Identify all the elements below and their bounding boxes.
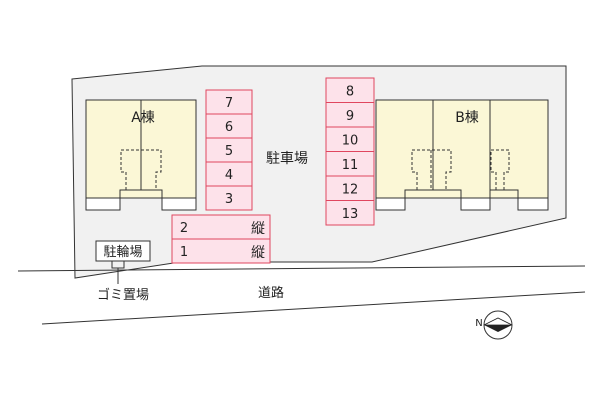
building-b-body bbox=[375, 99, 549, 199]
road-edge-bottom bbox=[41, 291, 586, 325]
bicycle-parking bbox=[95, 240, 151, 262]
parking-right-space-number: 12 bbox=[342, 182, 359, 197]
building-b-balcony-2 bbox=[460, 197, 491, 211]
parking-right-space bbox=[325, 126, 375, 152]
compass: N bbox=[475, 310, 513, 340]
building-a-balcony-right bbox=[161, 197, 197, 211]
parking-right-space-number: 10 bbox=[342, 133, 359, 148]
parking-tandem-space-note: 縦 bbox=[251, 221, 265, 237]
parking-left-space-number: 5 bbox=[225, 144, 233, 159]
parking-left-space bbox=[205, 185, 253, 211]
parking-left-space-number: 4 bbox=[225, 168, 233, 183]
parking-tandem-space-note: 縦 bbox=[251, 245, 265, 261]
parking-column-left: 7 6 5 4 3 bbox=[205, 89, 253, 211]
parking-label: 駐車場 bbox=[266, 150, 308, 167]
parking-left-space bbox=[205, 137, 253, 163]
parking-left-space bbox=[205, 161, 253, 187]
parking-tandem-space bbox=[171, 214, 271, 240]
parking-left-space-number: 6 bbox=[225, 120, 233, 135]
building-a-stairs bbox=[120, 149, 162, 190]
building-a-label: A棟 bbox=[131, 110, 155, 126]
compass-needle-dark bbox=[484, 325, 512, 332]
building-b-stairs-1 bbox=[411, 149, 452, 190]
parking-tandem-rows: 2 縦 1 縦 bbox=[171, 214, 271, 264]
parking-right-space-number: 13 bbox=[342, 207, 359, 222]
bicycle-parking-label: 駐輪場 bbox=[103, 244, 142, 260]
parking-right-space-number: 11 bbox=[342, 158, 359, 173]
road-edge-top bbox=[17, 265, 586, 272]
parking-left-space-number: 3 bbox=[225, 192, 233, 207]
building-b: B棟 bbox=[375, 99, 549, 211]
parking-right-space bbox=[325, 102, 375, 128]
garbage-area-label: ゴミ置場 bbox=[97, 287, 149, 303]
building-a: A棟 bbox=[85, 99, 197, 211]
building-b-entrance-outline-1 bbox=[404, 189, 462, 198]
building-b-balcony-1 bbox=[375, 197, 406, 211]
parking-left-space bbox=[205, 89, 253, 115]
parking-tandem-space-number: 2 bbox=[180, 221, 188, 236]
parking-column-right: 8 9 10 11 12 13 bbox=[325, 77, 375, 226]
building-a-balcony-left bbox=[85, 197, 121, 211]
parking-tandem-space-number: 1 bbox=[180, 245, 188, 260]
building-b-balcony-3 bbox=[517, 197, 549, 211]
road-label: 道路 bbox=[258, 285, 284, 301]
parking-right-space-number: 9 bbox=[346, 109, 354, 124]
parking-right-space-number: 8 bbox=[346, 84, 354, 99]
compass-north-label: N bbox=[475, 318, 482, 329]
parking-right-space bbox=[325, 200, 375, 226]
parking-left-space-number: 7 bbox=[225, 96, 233, 111]
parking-tandem-space bbox=[171, 238, 271, 264]
compass-needle-light bbox=[483, 317, 513, 326]
building-b-label: B棟 bbox=[455, 110, 479, 126]
